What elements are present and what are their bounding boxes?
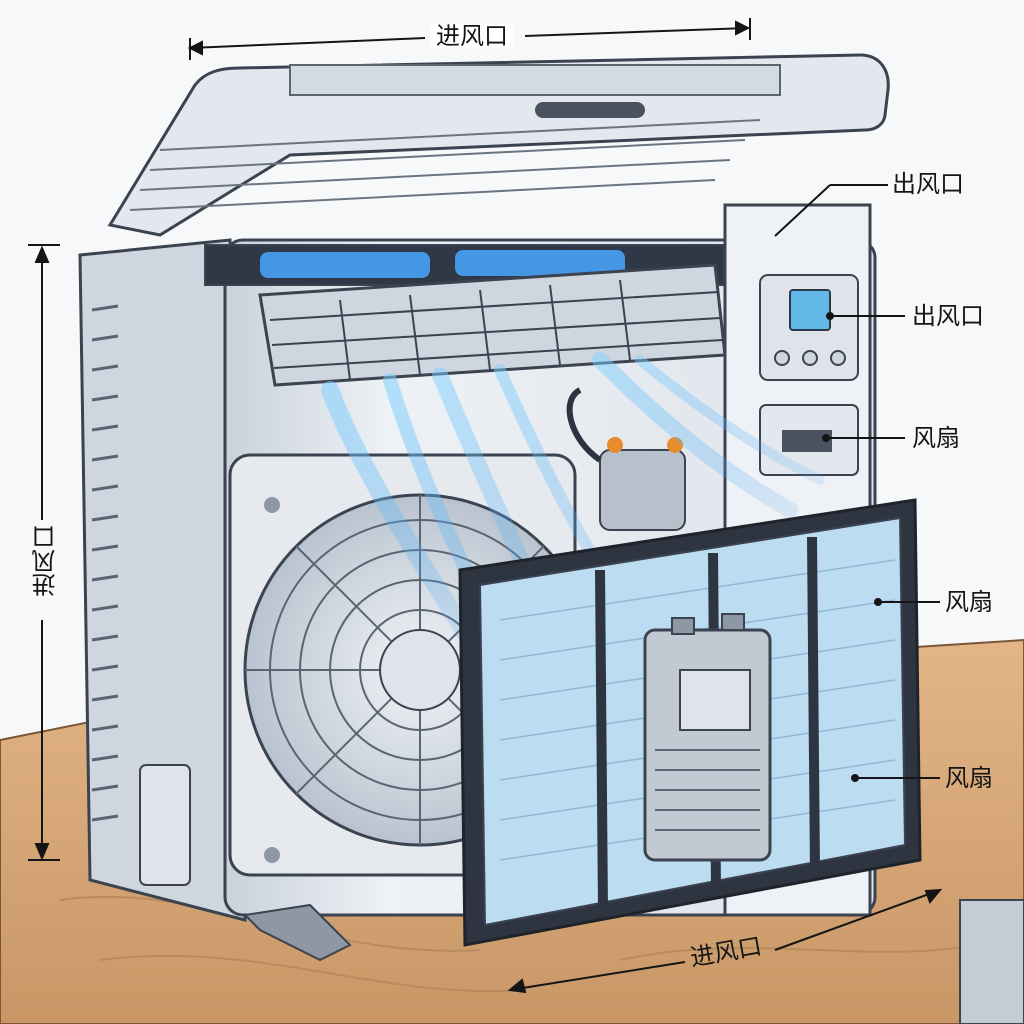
airflow	[321, 352, 825, 687]
label-fan-right: 风扇	[912, 424, 960, 452]
filter-panel	[458, 498, 922, 947]
label-top-inlet: 进风口	[430, 24, 514, 48]
label-side-inlet: 进风口	[32, 525, 60, 597]
annotation-lines	[28, 18, 943, 994]
label-fan-filter-lower: 风扇	[945, 764, 993, 792]
evaporator-coil	[204, 244, 727, 387]
label-outlet-panel: 出风口	[912, 302, 984, 330]
top-lid	[107, 53, 890, 237]
label-fan-filter-upper: 风扇	[945, 588, 993, 616]
compressor	[566, 387, 686, 531]
label-outlet-top: 出风口	[892, 170, 964, 198]
